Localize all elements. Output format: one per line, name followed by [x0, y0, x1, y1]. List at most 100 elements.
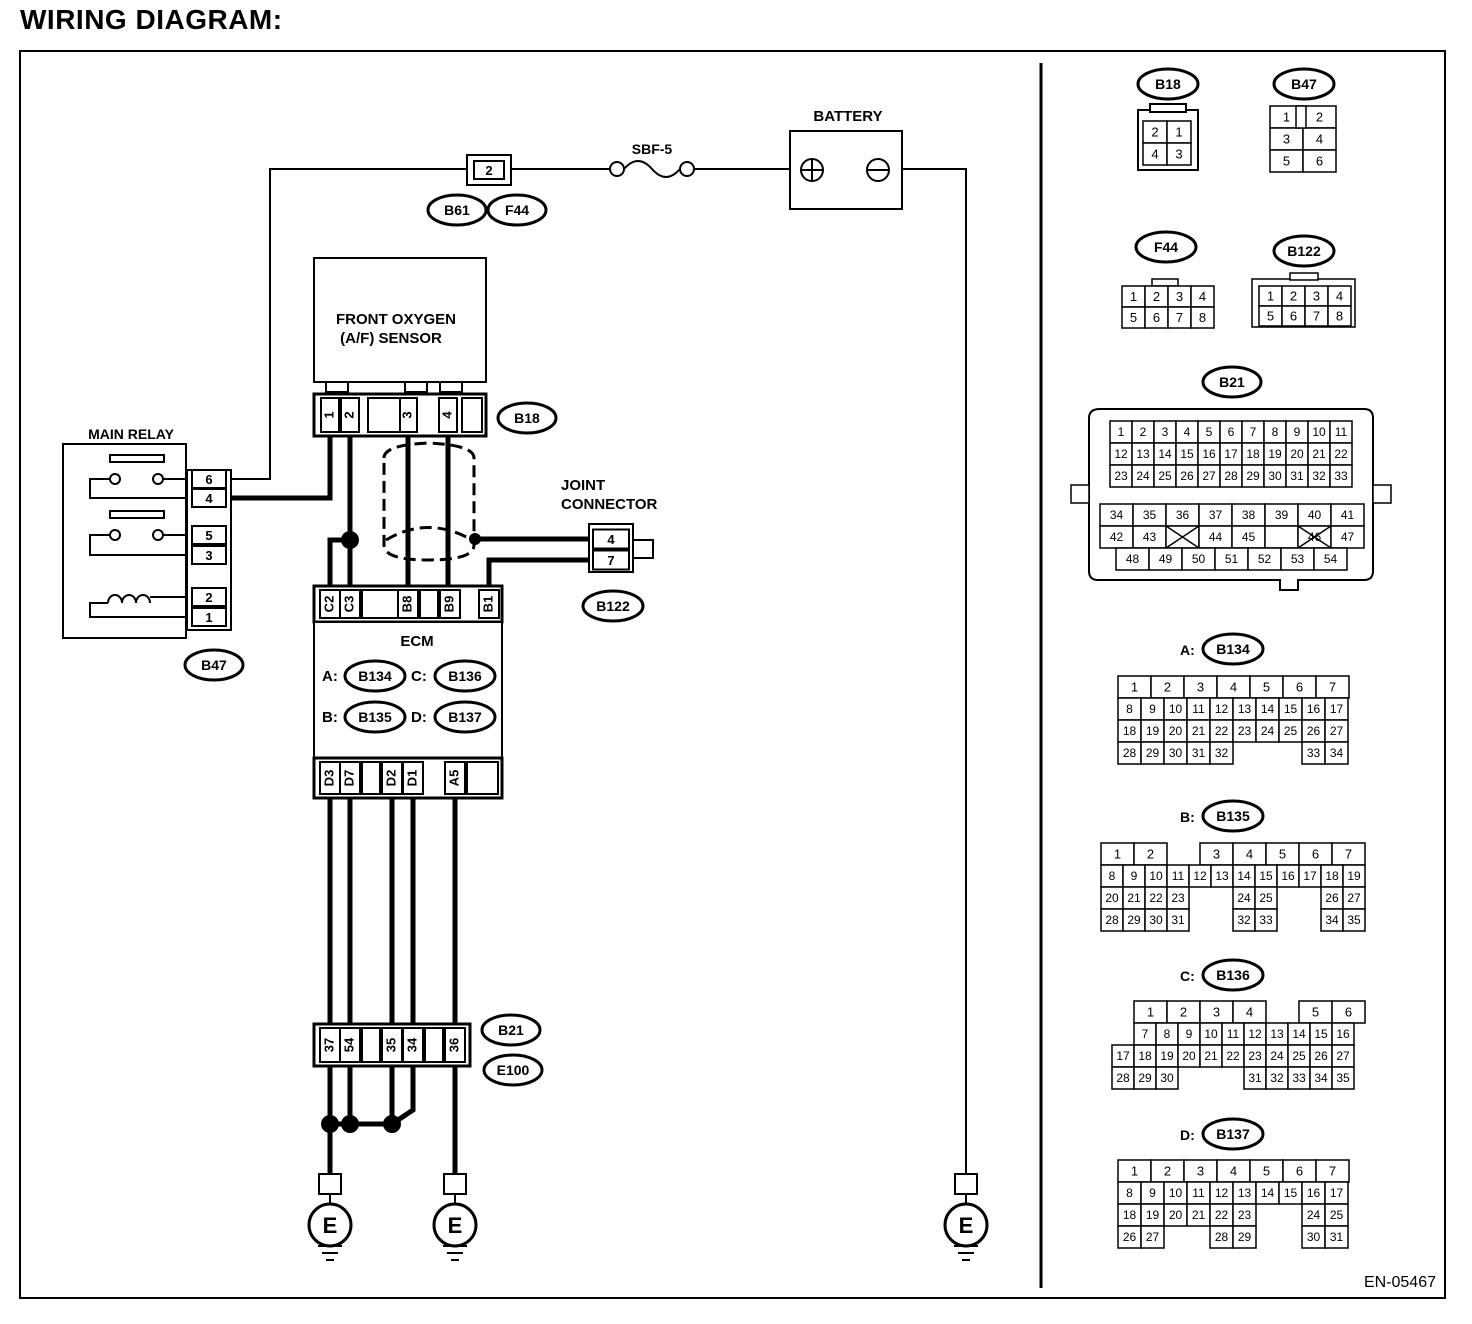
- b135-face-pin: 1: [1114, 847, 1121, 862]
- b21-face-pin: 7: [1250, 425, 1257, 439]
- b137-face-pin: 21: [1192, 1208, 1206, 1222]
- b136-face-pin: 30: [1160, 1071, 1174, 1085]
- b21-face-pin: 42: [1110, 530, 1124, 544]
- b137-face-pin: 6: [1296, 1164, 1303, 1179]
- b137-face-pin: 8: [1126, 1186, 1133, 1200]
- b137-face-pin: 4: [1230, 1164, 1237, 1179]
- b47-face-pin: 6: [1316, 154, 1323, 169]
- b136-face-pin: 5: [1312, 1005, 1319, 1020]
- ref-label-b: B:: [1180, 809, 1195, 825]
- ground-label: E: [323, 1213, 338, 1238]
- b122-face-pin: 5: [1267, 309, 1274, 324]
- ground-terminal: [318, 1173, 342, 1195]
- b137-face-pin: 5: [1263, 1164, 1270, 1179]
- face-cell: [1190, 306, 1215, 329]
- b134-face-pin: 31: [1192, 746, 1206, 760]
- b136-face-pin: 3: [1213, 1005, 1220, 1020]
- b21-face-pin: 11: [1335, 425, 1348, 439]
- fuse-terminal: [609, 161, 625, 177]
- b21-pin: 35: [383, 1038, 398, 1052]
- b136-face-pin: 20: [1182, 1049, 1196, 1063]
- sensor-pin-cell: [340, 397, 360, 433]
- b137-face-pin: 1: [1131, 1164, 1138, 1179]
- b18-face-pin: 3: [1175, 147, 1182, 162]
- relay-pin: 6: [205, 472, 212, 487]
- sensor-pin: 2: [341, 411, 356, 418]
- empty-pin-cell: [466, 761, 499, 795]
- wire-relay4-sensor1: [228, 434, 333, 501]
- wires: [228, 168, 967, 1177]
- b135-face-pin: 28: [1105, 913, 1119, 927]
- sensor-tab: [325, 381, 349, 393]
- b137-face-pin: 9: [1149, 1186, 1156, 1200]
- front-oxygen-sensor: [313, 257, 487, 383]
- b136-face-pin: 32: [1270, 1071, 1284, 1085]
- b134-face-pin: 34: [1330, 746, 1344, 760]
- b135-face-pin: 10: [1149, 869, 1163, 883]
- b134-face-pin: 9: [1149, 702, 1156, 716]
- b21-face-pin: 47: [1341, 530, 1355, 544]
- f44-face-pin: 4: [1199, 289, 1206, 304]
- b21-face-pin: 48: [1126, 552, 1140, 566]
- b21-face-pin: 1: [1118, 425, 1125, 439]
- connector-badge: [1134, 230, 1198, 264]
- b134-face-pin: 10: [1169, 702, 1183, 716]
- b21-face-pin: 31: [1290, 469, 1304, 483]
- b137-face-pin: 22: [1215, 1208, 1229, 1222]
- splice-dot: [383, 1115, 401, 1133]
- b136-face-pin: 23: [1248, 1049, 1262, 1063]
- b134-face-pin: 32: [1215, 746, 1229, 760]
- b135-face-pin: 35: [1347, 913, 1361, 927]
- shield: [382, 441, 476, 562]
- b134-face-pin: 15: [1284, 702, 1298, 716]
- b21-pin-cell: [402, 1027, 424, 1063]
- wire-joint-b1: [486, 557, 592, 589]
- splice-dot: [341, 531, 359, 549]
- b21-face-pin: 8: [1272, 425, 1279, 439]
- b134-face-pin: 19: [1146, 724, 1160, 738]
- b136-face-pin: 13: [1270, 1027, 1284, 1041]
- connector-badge-label: B21: [1219, 374, 1245, 390]
- b136-face-pin: 19: [1160, 1049, 1174, 1063]
- f44-face-pin: 7: [1176, 310, 1183, 325]
- b21-face-tab: [1070, 484, 1090, 504]
- b137-face-pin: 12: [1215, 1186, 1229, 1200]
- connector-badge: [1201, 632, 1265, 666]
- b21-face-pin: 41: [1341, 508, 1355, 522]
- ref-label-a: A:: [1180, 642, 1195, 658]
- b21-face-pin: 28: [1224, 469, 1238, 483]
- connector-badge: [426, 193, 488, 227]
- empty-pin-cell: [424, 1027, 444, 1063]
- shield-inner-line: [385, 526, 473, 542]
- joint-pin-cell: [592, 528, 630, 550]
- b136-face-pin: 6: [1345, 1005, 1352, 1020]
- b21-face-pin: 6: [1228, 425, 1235, 439]
- relay-contact-bar: [109, 510, 165, 519]
- b137-face-pin: 27: [1146, 1230, 1160, 1244]
- b137-face-pin: 23: [1238, 1208, 1252, 1222]
- connector-badge-label: B137: [448, 709, 482, 725]
- b135-face-pin: 4: [1246, 847, 1253, 862]
- b122-face-pin: 8: [1336, 309, 1343, 324]
- b136-face-pin: 11: [1227, 1027, 1240, 1041]
- sensor-pin-cell: [438, 397, 458, 433]
- b134-face-pin: 4: [1230, 680, 1237, 695]
- b137-face-pin: 31: [1330, 1230, 1344, 1244]
- relay-pin-cell: [191, 525, 227, 545]
- b134-face-pin: 1: [1131, 680, 1138, 695]
- b122-face-pin: 4: [1336, 289, 1343, 304]
- relay-contact-bar: [109, 454, 165, 463]
- b136-face-pin: 33: [1292, 1071, 1306, 1085]
- relay-contact: [109, 529, 121, 541]
- relay-contact: [109, 473, 121, 485]
- b134-face-pin: 18: [1123, 724, 1137, 738]
- connector-badge-label: B134: [1216, 641, 1250, 657]
- b122-face-pin: 1: [1267, 289, 1274, 304]
- splice-points: [321, 531, 481, 1133]
- connector-badge-label: B136: [448, 668, 482, 684]
- b135-face-pin: 26: [1325, 891, 1339, 905]
- b134-face-pin: 33: [1307, 746, 1321, 760]
